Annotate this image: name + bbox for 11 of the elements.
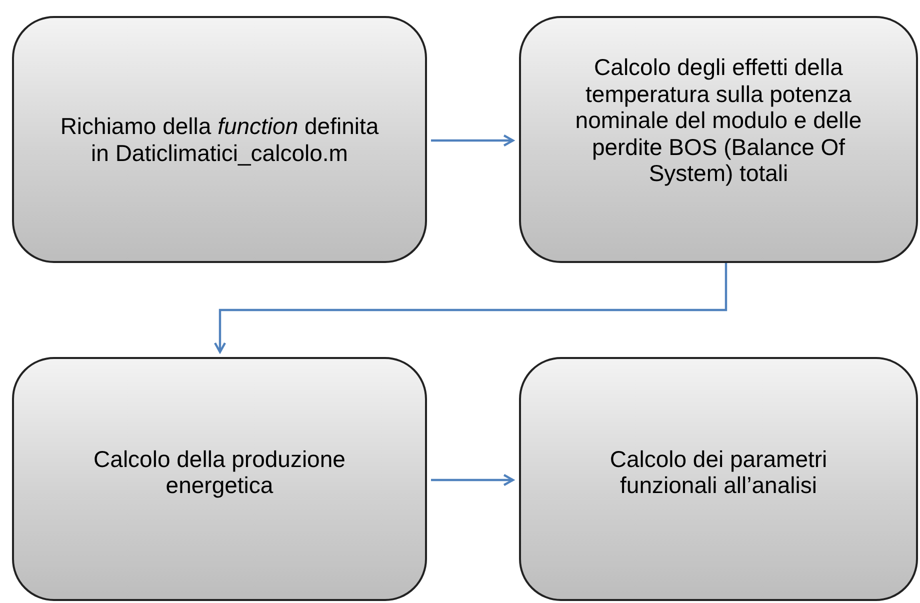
box-text: Richiamo della function definita in Daticlimatici_calcolo.m [59, 113, 380, 166]
arrow [214, 263, 728, 354]
box-text: Calcolo dei parametri funzionali all’analisi [608, 446, 828, 498]
box-text: Calcolo della produzione energetica [92, 446, 346, 498]
arrow [431, 134, 514, 147]
process-box [519, 357, 918, 601]
process-box [12, 16, 427, 263]
box-text: Calcolo degli effetti della temperatura sulla potenza nominale del modulo e delle perdite BOS (Balance Of System) totali [574, 54, 863, 187]
process-box [12, 357, 427, 601]
process-box [519, 16, 918, 263]
arrow [431, 474, 514, 486]
